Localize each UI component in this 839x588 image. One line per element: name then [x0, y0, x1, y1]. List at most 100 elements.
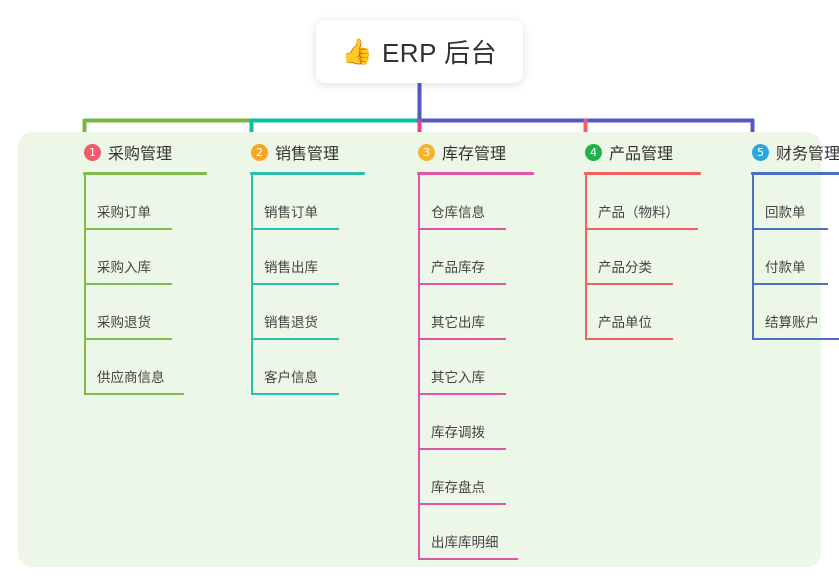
leaf-item[interactable]: 库存调拨 — [396, 395, 561, 450]
leaf-spine-1 — [84, 175, 86, 395]
root-title: ERP 后台 — [381, 38, 498, 68]
leaf-rule — [84, 393, 184, 395]
leaf-item[interactable]: 产品（物料） — [563, 175, 728, 230]
leaf-list-1: 采购订单 采购入库 采购退货 供应商信息 — [62, 175, 227, 395]
category-rule-1 — [83, 172, 207, 175]
leaf-label: 采购订单 — [97, 205, 151, 220]
thumbs-up-icon: 👍 — [341, 38, 373, 66]
category-title-4: 产品管理 — [609, 146, 674, 163]
leaf-rule — [418, 228, 506, 230]
leaf-label: 库存盘点 — [431, 480, 485, 495]
category-header-1[interactable]: 1 采购管理 — [62, 132, 227, 175]
category-header-3[interactable]: 3 库存管理 — [396, 132, 561, 175]
leaf-item[interactable]: 回款单 — [730, 175, 839, 230]
category-badge-4: 4 — [585, 143, 602, 161]
leaf-item[interactable]: 供应商信息 — [62, 340, 227, 395]
leaf-rule — [752, 338, 839, 340]
leaf-item[interactable]: 库存盘点 — [396, 450, 561, 505]
leaf-label: 其它入库 — [431, 370, 485, 385]
leaf-item[interactable]: 采购入库 — [62, 230, 227, 285]
leaf-item[interactable]: 结算账户 — [730, 285, 839, 340]
category-column-3: 3 库存管理 仓库信息 产品库存 其它出库 其它 — [396, 132, 561, 560]
leaf-item[interactable]: 产品分类 — [563, 230, 728, 285]
leaf-label: 产品分类 — [598, 260, 652, 275]
leaf-rule — [585, 338, 673, 340]
leaf-label: 销售出库 — [264, 260, 318, 275]
leaf-label: 产品库存 — [431, 260, 485, 275]
categories-panel: 1 采购管理 采购订单 采购入库 采购退货 供应 — [18, 132, 839, 567]
category-column-2: 2 销售管理 销售订单 销售出库 销售退货 客户 — [229, 132, 394, 395]
leaf-rule — [84, 338, 172, 340]
leaf-spine-3 — [418, 175, 420, 560]
leaf-label: 结算账户 — [765, 315, 819, 330]
leaf-item[interactable]: 销售退货 — [229, 285, 394, 340]
leaf-list-5: 回款单 付款单 结算账户 — [730, 175, 839, 340]
category-title-1: 采购管理 — [108, 146, 173, 163]
leaf-item[interactable]: 客户信息 — [229, 340, 394, 395]
leaf-list-4: 产品（物料） 产品分类 产品单位 — [563, 175, 728, 340]
category-title-2: 销售管理 — [275, 146, 340, 163]
leaf-label: 仓库信息 — [431, 205, 485, 220]
category-badge-5: 5 — [752, 143, 769, 161]
leaf-spine-5 — [752, 175, 754, 340]
category-rule-5 — [751, 172, 839, 175]
leaf-item[interactable]: 产品单位 — [563, 285, 728, 340]
category-badge-3: 3 — [418, 143, 435, 161]
category-rule-4 — [584, 172, 701, 175]
leaf-rule — [418, 448, 506, 450]
category-rule-2 — [250, 172, 365, 175]
leaf-item[interactable]: 产品库存 — [396, 230, 561, 285]
leaf-item[interactable]: 采购订单 — [62, 175, 227, 230]
category-rule-3 — [417, 172, 534, 175]
leaf-label: 供应商信息 — [97, 370, 165, 385]
leaf-rule — [251, 338, 339, 340]
category-badge-1: 1 — [84, 143, 101, 161]
category-column-5: 5 财务管理 回款单 付款单 结算账户 — [730, 132, 839, 340]
leaf-item[interactable]: 采购退货 — [62, 285, 227, 340]
leaf-rule — [251, 283, 339, 285]
leaf-item[interactable]: 付款单 — [730, 230, 839, 285]
leaf-label: 采购入库 — [97, 260, 151, 275]
category-header-4[interactable]: 4 产品管理 — [563, 132, 728, 175]
leaf-label: 客户信息 — [264, 370, 318, 385]
leaf-label: 付款单 — [765, 260, 806, 275]
leaf-rule — [418, 338, 506, 340]
leaf-rule — [752, 283, 828, 285]
leaf-label: 出库库明细 — [431, 535, 499, 550]
leaf-item[interactable]: 销售出库 — [229, 230, 394, 285]
leaf-label: 销售订单 — [264, 205, 318, 220]
leaf-rule — [418, 503, 506, 505]
category-header-5[interactable]: 5 财务管理 — [730, 132, 839, 175]
leaf-list-3: 仓库信息 产品库存 其它出库 其它入库 库存调拨 — [396, 175, 561, 560]
leaf-rule — [418, 283, 506, 285]
category-title-3: 库存管理 — [442, 146, 507, 163]
leaf-rule — [418, 393, 506, 395]
leaf-rule — [251, 393, 339, 395]
leaf-label: 采购退货 — [97, 315, 151, 330]
leaf-list-2: 销售订单 销售出库 销售退货 客户信息 — [229, 175, 394, 395]
leaf-item[interactable]: 其它出库 — [396, 285, 561, 340]
leaf-label: 产品（物料） — [598, 205, 679, 220]
leaf-label: 其它出库 — [431, 315, 485, 330]
category-column-4: 4 产品管理 产品（物料） 产品分类 产品单位 — [563, 132, 728, 340]
leaf-label: 库存调拨 — [431, 425, 485, 440]
category-title-5: 财务管理 — [776, 146, 839, 163]
root-node[interactable]: 👍 ERP 后台 — [316, 20, 523, 83]
leaf-rule — [752, 228, 828, 230]
leaf-label: 销售退货 — [264, 315, 318, 330]
category-badge-2: 2 — [251, 143, 268, 161]
leaf-item[interactable]: 其它入库 — [396, 340, 561, 395]
leaf-label: 产品单位 — [598, 315, 652, 330]
leaf-item[interactable]: 仓库信息 — [396, 175, 561, 230]
leaf-spine-2 — [251, 175, 253, 395]
category-column-1: 1 采购管理 采购订单 采购入库 采购退货 供应 — [62, 132, 227, 395]
leaf-item[interactable]: 出库库明细 — [396, 505, 561, 560]
leaf-spine-4 — [585, 175, 587, 340]
leaf-rule — [585, 283, 673, 285]
leaf-label: 回款单 — [765, 205, 806, 220]
leaf-item[interactable]: 销售订单 — [229, 175, 394, 230]
leaf-rule — [251, 228, 339, 230]
leaf-rule — [84, 228, 172, 230]
category-header-2[interactable]: 2 销售管理 — [229, 132, 394, 175]
